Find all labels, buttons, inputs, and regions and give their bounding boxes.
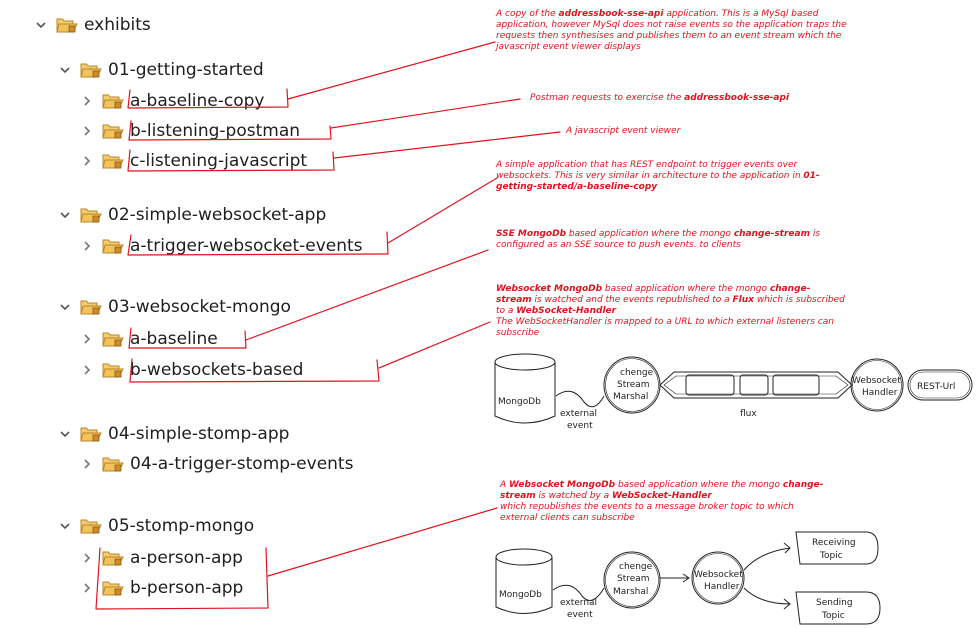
- tree-label: 02-simple-websocket-app: [108, 205, 327, 225]
- svg-text:Marshal: Marshal: [613, 587, 648, 597]
- svg-text:Topic: Topic: [821, 611, 845, 621]
- highlight-a-baseline-copy: [127, 88, 289, 109]
- tree-label: 04-a-trigger-stomp-events: [130, 454, 354, 474]
- svg-text:Sending: Sending: [816, 598, 853, 608]
- event-flow-line: [555, 390, 605, 408]
- svg-text:Websocket: Websocket: [852, 376, 901, 386]
- annotation-note-1: A copy of the addressbook-sse-api applic…: [496, 9, 847, 52]
- tree-label: exhibits: [84, 15, 151, 35]
- svg-text:flux: flux: [740, 409, 757, 419]
- tree-node-04-a-trigger-stomp-events[interactable]: 04-a-trigger-stomp-events: [80, 451, 353, 477]
- flux-item-box: [772, 374, 820, 396]
- annotation-note-5: SSE MongoDb based application where the …: [496, 229, 821, 250]
- svg-text:chenge: chenge: [620, 368, 654, 378]
- tree-label: a-trigger-websocket-events: [130, 236, 363, 256]
- tree-label: 04-simple-stomp-app: [108, 424, 290, 444]
- tree-node-05-stomp-mongo[interactable]: 05-stomp-mongo: [58, 513, 254, 539]
- highlight-b-listening-postman: [128, 120, 332, 141]
- flux-pipe-shape: [659, 371, 853, 399]
- event-flow-line: [552, 584, 605, 601]
- svg-text:REST-Url: REST-Url: [917, 382, 955, 392]
- receiving-topic-shape: [795, 531, 879, 565]
- tree-label: 05-stomp-mongo: [108, 516, 255, 536]
- arrow-head: [682, 573, 690, 583]
- annotation-note-3: A javascript event viewer: [566, 126, 681, 136]
- tree-label: b-listening-postman: [130, 121, 301, 141]
- tree-node-b-websockets-based[interactable]: b-websockets-based: [80, 357, 303, 383]
- tree-node-03-websocket-mongo[interactable]: 03-websocket-mongo: [58, 294, 291, 320]
- connector-n4: [387, 177, 498, 244]
- tree-node-c-listening-javascript[interactable]: c-listening-javascript: [80, 148, 307, 174]
- svg-text:MongoDb: MongoDb: [498, 397, 541, 407]
- sending-topic-shape: [795, 591, 881, 625]
- tree-node-02-simple-websocket-app[interactable]: 02-simple-websocket-app: [58, 202, 326, 228]
- annotation-note-4: A simple application that has REST endpo…: [496, 160, 820, 192]
- svg-text:chenge: chenge: [619, 562, 653, 572]
- svg-text:Topic: Topic: [819, 551, 843, 561]
- tree-node-a-baseline[interactable]: a-baseline: [80, 326, 218, 352]
- annotation-note-7: A Websocket MongoDb based application wh…: [500, 480, 824, 523]
- highlight-a-baseline: [128, 327, 247, 349]
- tree-label: a-baseline: [130, 329, 218, 349]
- svg-text:Handler: Handler: [862, 388, 898, 398]
- svg-text:external: external: [560, 409, 597, 419]
- arrow-line: [743, 587, 791, 605]
- database-cylinder-icon: [495, 548, 553, 614]
- flux-item-box: [739, 374, 769, 396]
- arrow-line: [743, 547, 791, 571]
- connector-n6: [378, 321, 491, 369]
- websocket-handler-circle: [691, 551, 745, 605]
- tree-label: b-person-app: [130, 578, 244, 598]
- change-stream-circle: [603, 551, 661, 609]
- tree-node-01-getting-started[interactable]: 01-getting-started: [58, 57, 264, 83]
- websocket-handler-circle: [850, 358, 904, 412]
- svg-text:Handler: Handler: [704, 582, 740, 592]
- tree-node-a-person-app[interactable]: a-person-app: [80, 545, 243, 571]
- flux-item-box: [685, 374, 735, 396]
- svg-text:event: event: [567, 421, 593, 431]
- tree-label: c-listening-javascript: [130, 151, 308, 171]
- tree-node-a-trigger-websocket-events[interactable]: a-trigger-websocket-events: [80, 233, 363, 259]
- connector-n1: [287, 41, 496, 100]
- tree-node-b-listening-postman[interactable]: b-listening-postman: [80, 118, 300, 144]
- tree-label: b-websockets-based: [130, 360, 304, 380]
- svg-text:Marshal: Marshal: [613, 392, 648, 402]
- tree-label: a-baseline-copy: [130, 91, 265, 111]
- svg-text:external: external: [560, 598, 597, 608]
- highlight-c-listening-javascript: [127, 149, 335, 172]
- svg-text:Stream: Stream: [617, 380, 650, 390]
- tree-node-a-baseline-copy[interactable]: a-baseline-copy: [80, 88, 265, 114]
- rest-url-pill: [907, 369, 973, 401]
- svg-text:MongoDb: MongoDb: [499, 590, 542, 600]
- tree-node-b-person-app[interactable]: b-person-app: [80, 575, 243, 601]
- database-cylinder-icon: [494, 353, 556, 424]
- annotation-note-2: Postman requests to exercise the address…: [530, 93, 790, 103]
- svg-text:Websocket: Websocket: [694, 570, 743, 580]
- svg-text:event: event: [567, 610, 593, 620]
- highlight-person-apps: [95, 547, 269, 610]
- tree-label: 01-getting-started: [108, 60, 264, 80]
- svg-text:Stream: Stream: [617, 574, 650, 584]
- tree-label: a-person-app: [130, 548, 243, 568]
- connector-n3: [333, 131, 561, 159]
- tree-label: 03-websocket-mongo: [108, 297, 291, 317]
- arrow-head: [783, 598, 791, 610]
- connector-n7: [267, 507, 498, 577]
- connector-n5: [245, 249, 489, 341]
- connector-n2: [330, 98, 521, 129]
- svg-text:Receiving: Receiving: [812, 538, 856, 548]
- highlight-b-websockets-based: [129, 358, 380, 383]
- tree-node-exhibits[interactable]: exhibits: [34, 12, 151, 38]
- tree-node-04-simple-stomp-app[interactable]: 04-simple-stomp-app: [58, 421, 289, 447]
- arrow-head: [783, 542, 791, 554]
- annotation-note-6: Websocket MongoDb based application wher…: [496, 284, 845, 338]
